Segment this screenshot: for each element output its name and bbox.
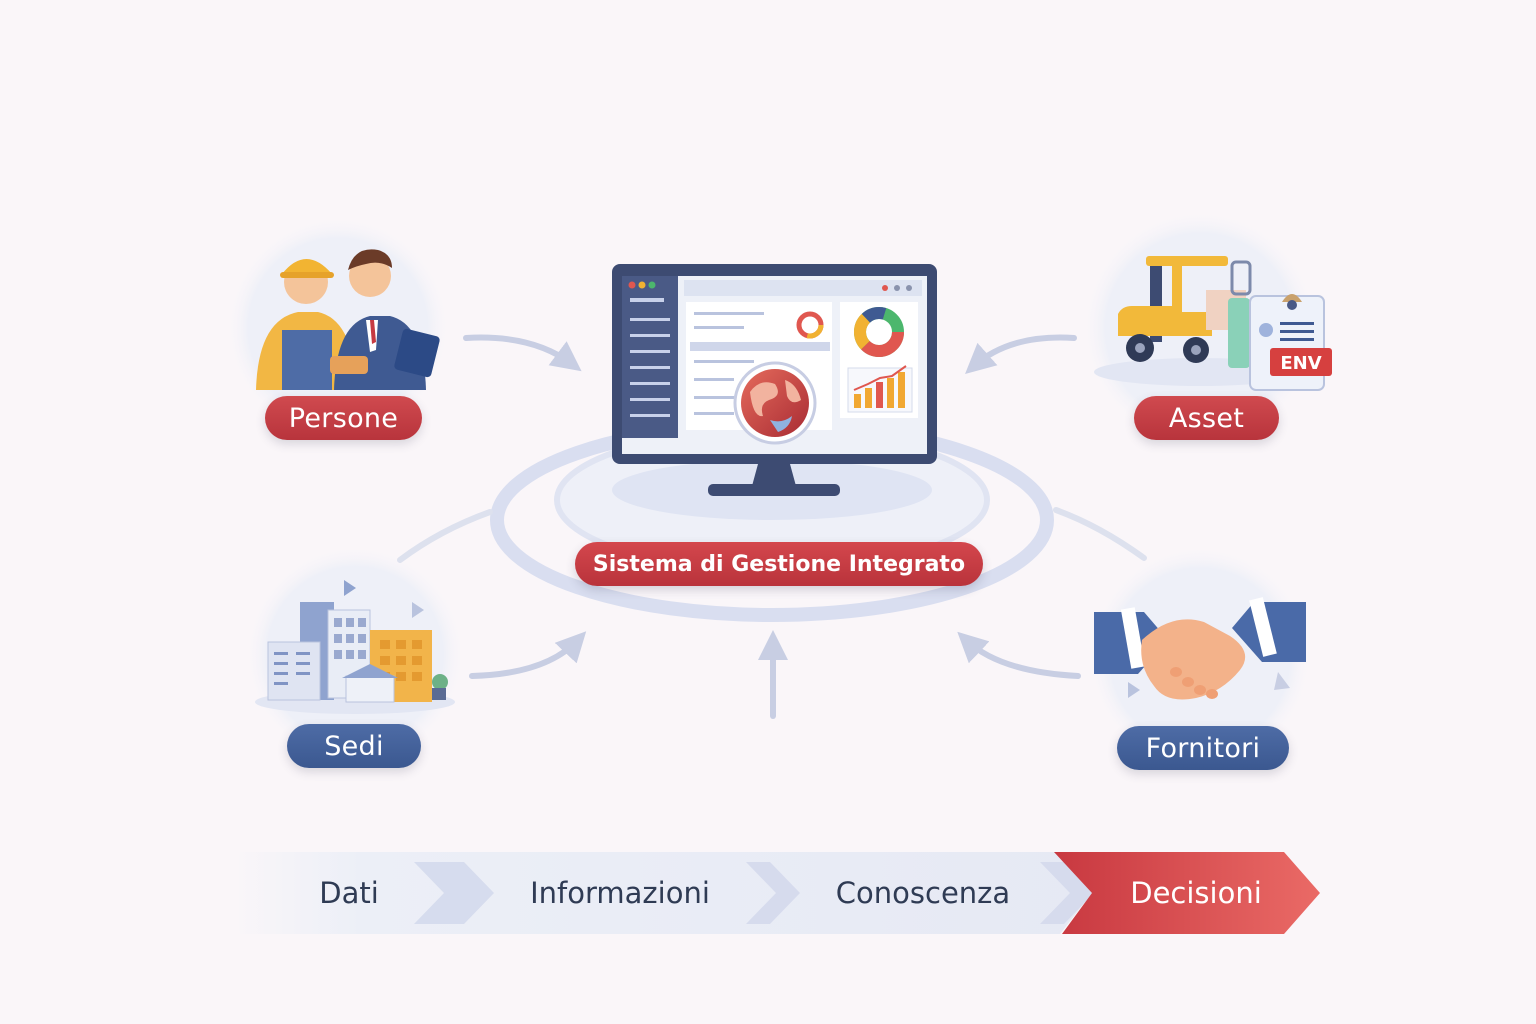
monitor-icon	[612, 264, 937, 496]
flow-step-conoscenza: Conoscenza	[835, 876, 1011, 910]
label-fornitori: Fornitori	[1117, 726, 1289, 770]
flow-step-dati: Dati	[319, 876, 379, 910]
label-persone: Persone	[265, 396, 422, 440]
fornitori-illustration	[1088, 546, 1312, 770]
env-badge: ENV	[1280, 353, 1321, 374]
flow-step-informazioni: Informazioni	[530, 876, 710, 910]
persone-illustration	[226, 216, 450, 440]
process-flow	[233, 852, 1320, 934]
center-system-label: Sistema di Gestione Integrato	[575, 542, 983, 586]
flow-step-decisioni: Decisioni	[1130, 876, 1262, 910]
connector-arrows	[397, 334, 1147, 719]
asset-illustration: ENV	[1082, 210, 1332, 446]
label-asset: Asset	[1134, 396, 1279, 440]
label-sedi: Sedi	[287, 724, 421, 768]
sedi-illustration	[245, 545, 465, 765]
